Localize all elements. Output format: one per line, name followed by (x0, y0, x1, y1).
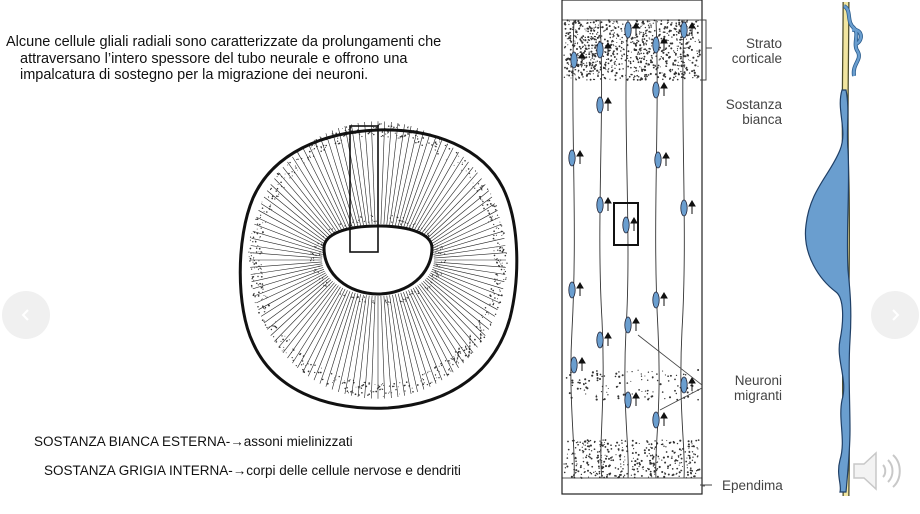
cortical-column-diagram (560, 0, 705, 498)
chevron-left-icon (18, 307, 34, 323)
next-slide-button[interactable] (871, 291, 919, 339)
fact-grey-matter: SOSTANZA GRIGIA INTERNA-→corpi delle cel… (44, 463, 461, 478)
intro-text: Alcune cellule gliali radiali sono carat… (6, 34, 460, 84)
label-strato-corticale: Strato corticale (700, 36, 782, 66)
label-sostanza-bianca: Sostanza bianca (700, 97, 782, 127)
previous-slide-button[interactable] (2, 291, 50, 339)
fact-white-matter: SOSTANZA BIANCA ESTERNA-→assoni mieliniz… (34, 434, 353, 449)
label-neuroni-migranti: Neuroni migranti (700, 373, 782, 403)
label-ependima: Ependima (722, 478, 783, 493)
label-leaders (700, 18, 712, 488)
chevron-right-icon (887, 307, 903, 323)
neural-tube-cross-section (228, 118, 528, 418)
speaker-icon[interactable] (850, 445, 908, 497)
migrating-neuron-illustration (800, 0, 880, 498)
